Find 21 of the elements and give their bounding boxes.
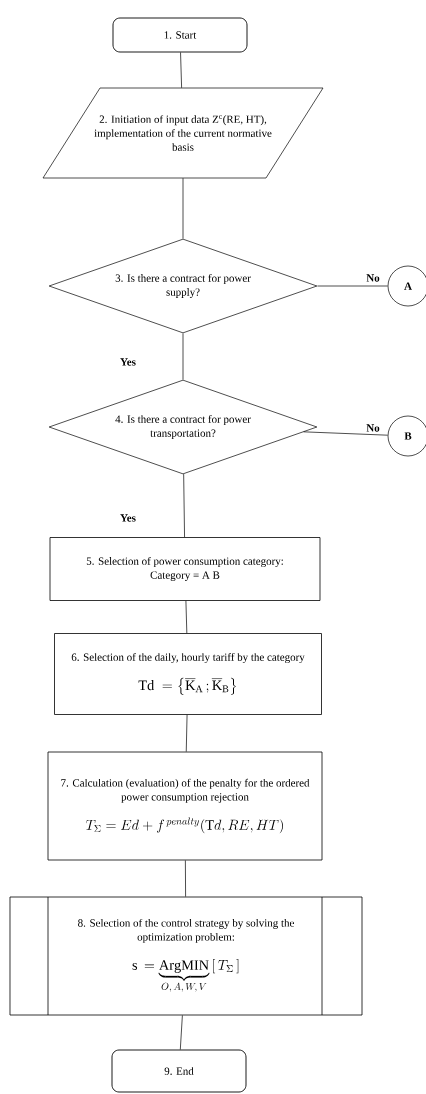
connector-line: [182, 177, 184, 239]
terminal-box: 9. End: [111, 1049, 247, 1093]
terminal-box: 1. Start: [112, 17, 248, 53]
edge-label: Yes: [120, 358, 136, 366]
process-box: 5. Selection of power consumption category: Category = A B: [49, 537, 321, 601]
process-box: 7. Calculation (evaluation) of the penalty for the ordered power consumption rejection $T_{\Sigma} = Ed + f^{\,penalty}(\mathrm{T}d, RE, HT)$: [47, 751, 323, 861]
connector-line: [185, 600, 188, 634]
connector-line: [180, 52, 182, 89]
process-box: 6. Selection of the daily, hourly tariff by the category $\mathrm{Td}\ = \left\{\overline{\mathrm{K}}_{\mathrm{A}}\,;\overline{\mathrm{K}}_{\mathrm{B}}\right\}$: [54, 633, 322, 715]
connector-line: [183, 473, 185, 538]
predefined-process-box: 8. Selection of the control strategy by solving the optimization problem: $\mathrm{s}\, = \underbrace{\mathrm{ArgMIN}}_{O,\,A,\,W,\,V}\left[\,T_{\Sigma}\,\right]$: [9, 896, 363, 1016]
connector-line: [179, 1015, 183, 1050]
edge-label: No: [366, 274, 380, 282]
connector-line: [317, 285, 388, 287]
edge-label: Yes: [120, 514, 136, 522]
connector-line: [303, 431, 389, 436]
connector-line: [182, 333, 184, 380]
edge-label: No: [366, 424, 380, 432]
input-parallelogram: 2. Initiation of input data Z$^{c}$(RE, HT), implementation of the current normative basis: [42, 87, 324, 179]
connector-line: [185, 860, 186, 897]
connector-line: [185, 714, 188, 752]
